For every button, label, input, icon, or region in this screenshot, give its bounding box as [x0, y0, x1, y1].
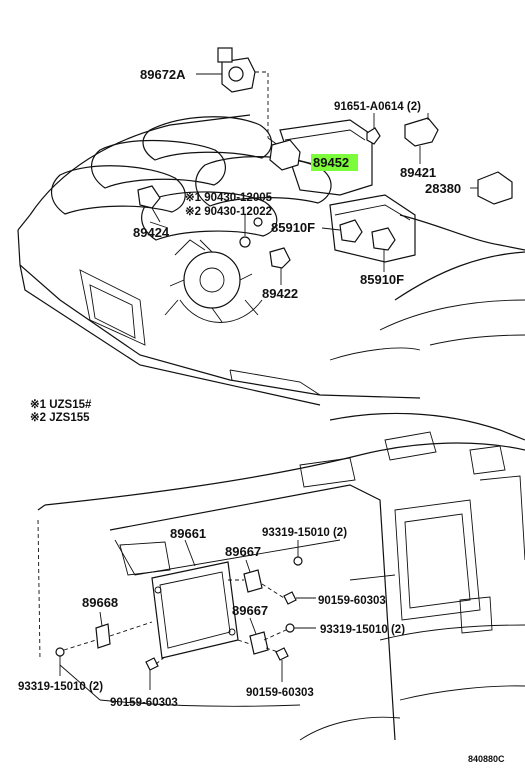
- label-89421: 89421: [400, 165, 436, 180]
- highlight-89452: [311, 154, 358, 171]
- label-90430-12005: ※1 90430-12005: [185, 191, 273, 204]
- note-uzs15: ※1 UZS15#: [30, 398, 92, 411]
- label-93319-right: 93319-15010 (2): [320, 624, 405, 636]
- label-93319-upper: 93319-15010 (2): [262, 527, 347, 539]
- note-jzs155: ※2 JZS155: [30, 411, 90, 424]
- label-89422: 89422: [262, 286, 298, 301]
- part-89668-drawing: [95, 611, 153, 649]
- label-90430-12022: ※2 90430-12022: [185, 205, 272, 218]
- label-28380: 28380: [425, 181, 461, 196]
- label-93319-left: 93319-15010 (2): [18, 681, 103, 693]
- label-89668: 89668: [82, 595, 118, 610]
- label-89424: 89424: [133, 225, 170, 240]
- part-91651-89421-drawing: [366, 113, 439, 164]
- part-89672a-drawing: [196, 47, 286, 151]
- part-89424-drawing: [137, 185, 169, 229]
- part-89667-drawing: [228, 559, 269, 655]
- label-89667-lower: 89667: [232, 603, 268, 618]
- label-90159-lower: 90159-60303: [246, 687, 314, 699]
- part-89452-drawing: [269, 139, 315, 171]
- part-28380-drawing: [470, 171, 513, 205]
- label-90159-upper: 90159-60303: [318, 595, 386, 607]
- part-89422-drawing: [269, 247, 291, 285]
- label-91651: 91651-A0614 (2): [334, 101, 421, 113]
- part-89661-ecu-drawing: [151, 539, 239, 659]
- dashboard-illustration: [37, 412, 525, 741]
- label-85910f-lower: 85910F: [360, 272, 404, 287]
- fastener-drawings: [55, 540, 316, 690]
- part-90430-drawing: [239, 214, 263, 248]
- label-89672a: 89672A: [140, 67, 186, 82]
- label-90159-left: 90159-60303: [110, 697, 178, 709]
- label-89661: 89661: [170, 526, 206, 541]
- label-89667-upper: 89667: [225, 544, 261, 559]
- diagram-code: 840880C: [468, 754, 505, 764]
- part-85910f-drawing: [321, 219, 396, 272]
- engine-bay-illustration: [17, 114, 525, 406]
- label-89452: 89452: [313, 155, 349, 170]
- label-85910f-upper: 85910F: [271, 220, 315, 235]
